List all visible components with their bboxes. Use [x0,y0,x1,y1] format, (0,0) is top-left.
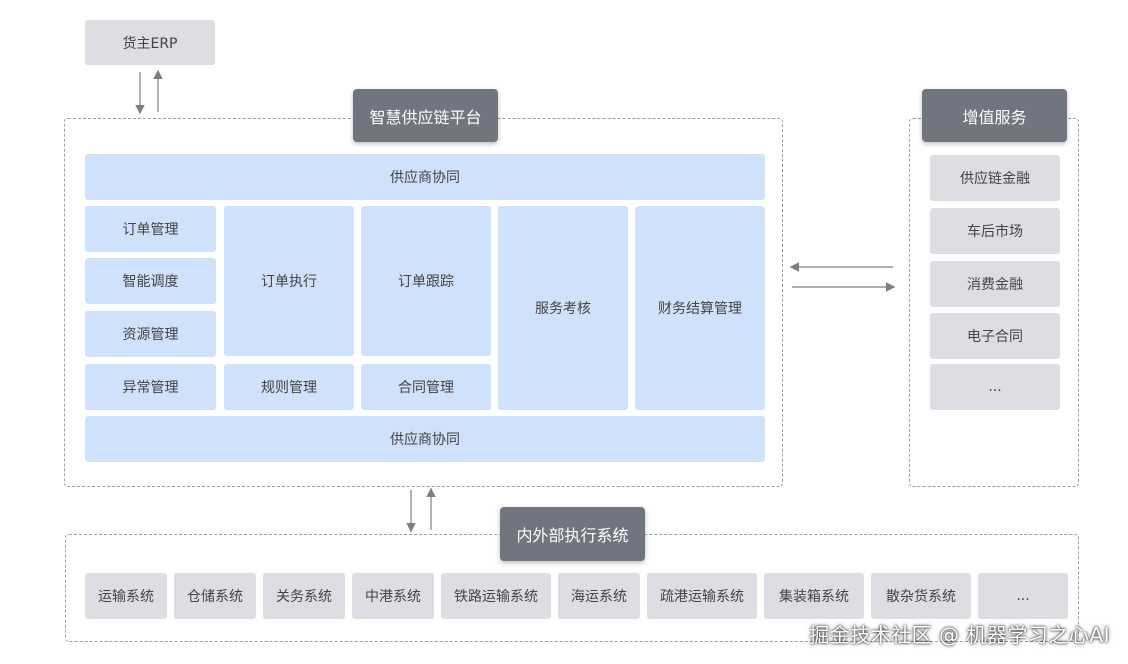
contract-management: 合同管理 [361,364,491,410]
exec-system-item: 海运系统 [558,573,640,619]
service-evaluation: 服务考核 [498,206,628,410]
value-item: 车后市场 [930,208,1060,254]
value-added-title: 增值服务 [922,89,1067,142]
watermark-text: 掘金技术社区 @ 机器学习之心AI [809,623,1110,647]
exec-system-item: 中港系统 [352,573,434,619]
exception-management: 异常管理 [85,364,216,410]
platform-top-bar: 供应商协同 [85,154,765,200]
exec-system-item: ... [978,573,1068,619]
order-execution: 订单执行 [224,206,354,356]
erp-box: 货主ERP [85,20,215,65]
rule-management: 规则管理 [224,364,354,410]
finance-settlement: 财务结算管理 [635,206,765,410]
resource-management: 资源管理 [85,311,216,357]
platform-title: 智慧供应链平台 [353,89,498,142]
exec-system-item: 关务系统 [263,573,345,619]
platform-bottom-bar: 供应商协同 [85,416,765,462]
exec-systems-title: 内外部执行系统 [500,507,645,561]
value-item: 电子合同 [930,313,1060,359]
exec-system-item: 疏港运输系统 [647,573,757,619]
value-item: ... [930,364,1060,410]
exec-system-item: 铁路运输系统 [441,573,551,619]
exec-system-item: 散杂货系统 [871,573,971,619]
order-tracking: 订单跟踪 [361,206,491,356]
order-management: 订单管理 [85,206,216,252]
exec-system-item: 仓储系统 [174,573,256,619]
value-item: 消费金融 [930,261,1060,307]
exec-system-item: 运输系统 [85,573,167,619]
smart-dispatch: 智能调度 [85,258,216,304]
value-item: 供应链金融 [930,155,1060,201]
exec-system-item: 集装箱系统 [764,573,864,619]
